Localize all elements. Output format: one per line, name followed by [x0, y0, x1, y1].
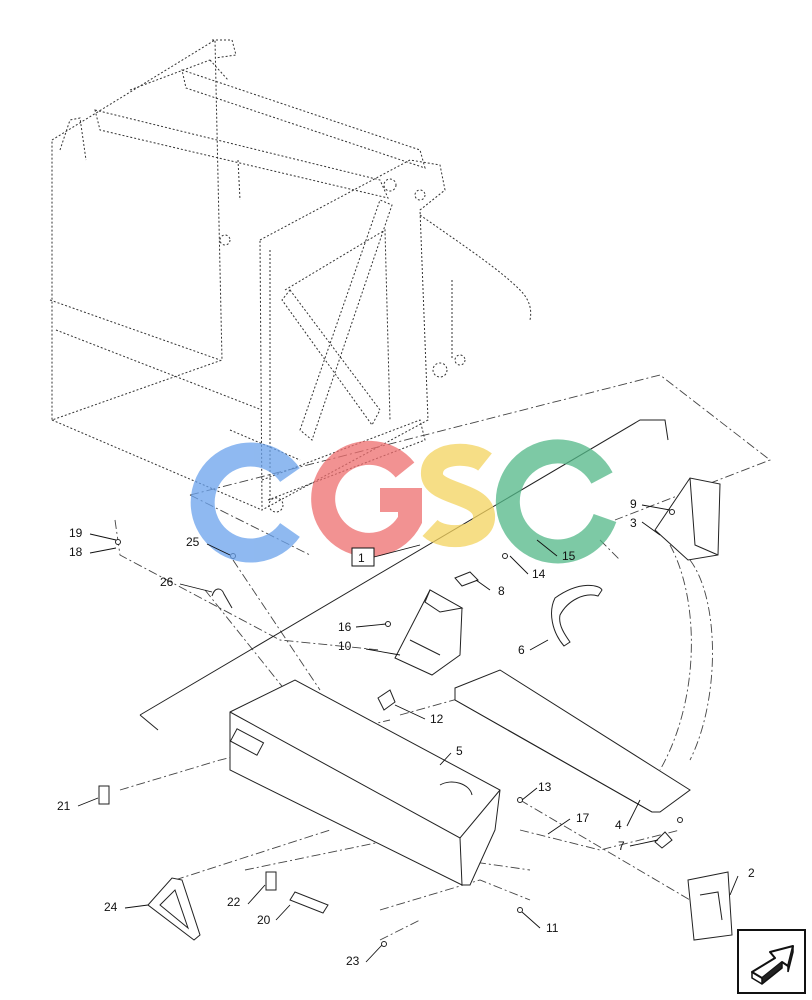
callout-24: 24 — [104, 900, 118, 914]
next-page-arrow-icon — [751, 945, 794, 985]
part-10-bracket[interactable] — [394, 589, 464, 676]
next-page-button[interactable] — [737, 929, 806, 994]
part-2-reflector[interactable] — [687, 871, 733, 941]
callout-labels: 1 2 3 4 5 6 7 8 9 10 11 12 13 14 15 16 1… — [57, 497, 755, 968]
part-24-triangle[interactable] — [147, 877, 201, 941]
callout-3: 3 — [630, 516, 637, 530]
callout-6: 6 — [518, 643, 525, 657]
callout-23: 23 — [346, 954, 360, 968]
part-6-strap[interactable] — [551, 584, 603, 647]
part-3-bracket[interactable] — [654, 477, 721, 561]
reference-lines — [114, 374, 771, 941]
callout-9: 9 — [630, 497, 637, 511]
part-7-clip[interactable] — [654, 831, 673, 849]
callout-21: 21 — [57, 799, 71, 813]
callout-12: 12 — [430, 712, 444, 726]
callout-19: 19 — [69, 526, 83, 540]
part-22-reflector[interactable] — [265, 871, 277, 891]
callout-15: 15 — [562, 549, 576, 563]
watermark-letter-s — [421, 443, 495, 548]
callout-10: 10 — [338, 639, 352, 653]
leader-lines — [77, 504, 739, 963]
callout-22: 22 — [227, 895, 241, 909]
callout-11: 11 — [546, 921, 559, 935]
callout-18: 18 — [69, 545, 83, 559]
callout-2: 2 — [748, 866, 755, 880]
part-5-shield[interactable] — [229, 679, 501, 886]
frame-assembly — [49, 39, 532, 513]
callout-13: 13 — [538, 780, 552, 794]
callout-1: 1 — [358, 551, 365, 565]
callout-17: 17 — [576, 811, 590, 825]
part-8-latch[interactable] — [454, 571, 479, 587]
part-26-handle[interactable] — [211, 588, 233, 609]
watermark-letter-c — [190, 442, 300, 563]
watermark-letter-c — [495, 439, 617, 564]
callout-25: 25 — [186, 535, 200, 549]
callout-14: 14 — [532, 567, 546, 581]
fasteners — [115, 509, 683, 947]
guide-line — [139, 419, 669, 716]
watermark — [190, 439, 617, 564]
part-4-plate[interactable] — [454, 669, 691, 813]
callout-4: 4 — [615, 818, 622, 832]
part-21-reflector[interactable] — [98, 785, 110, 805]
watermark-letter-g — [311, 440, 422, 557]
callout-16: 16 — [338, 620, 352, 634]
callout-7: 7 — [618, 839, 625, 853]
callout-5: 5 — [456, 744, 463, 758]
part-20-decal[interactable] — [289, 891, 329, 914]
callout-26: 26 — [160, 575, 174, 589]
part-12-bracket[interactable] — [377, 689, 396, 711]
callout-20: 20 — [257, 913, 271, 927]
callout-8: 8 — [498, 584, 505, 598]
